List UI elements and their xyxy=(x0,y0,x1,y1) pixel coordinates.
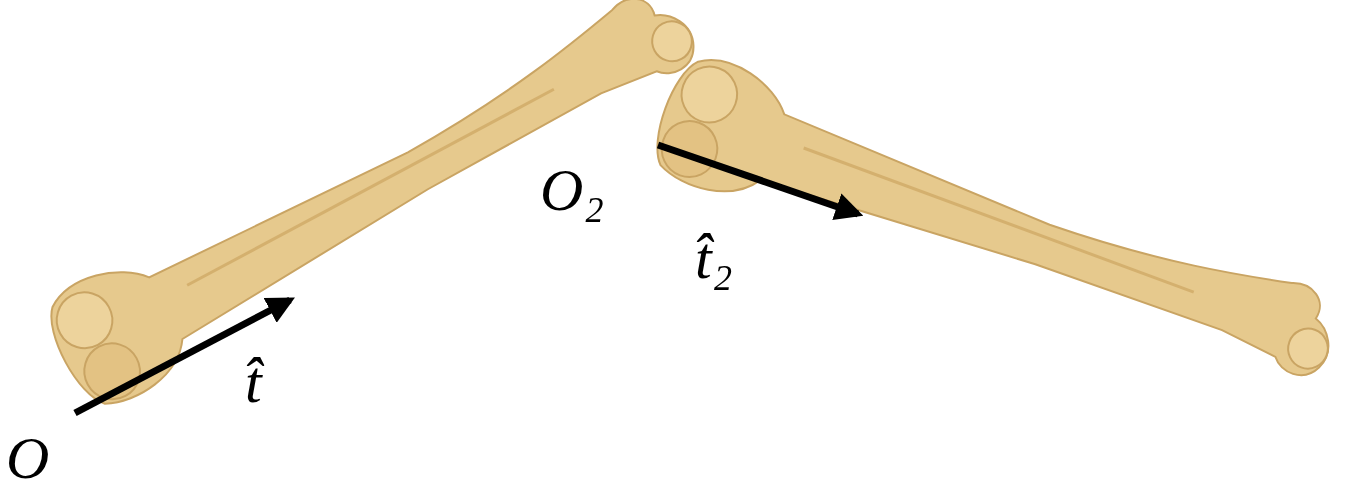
point-label: O xyxy=(6,428,49,488)
vector-arrow xyxy=(75,300,290,413)
femur xyxy=(644,48,1351,409)
femur xyxy=(35,0,717,418)
vector-arrow xyxy=(658,145,858,214)
point-label: O₂ xyxy=(540,160,604,220)
point-label: t̂₂ xyxy=(695,228,733,288)
point-label: t̂ xyxy=(245,352,262,412)
